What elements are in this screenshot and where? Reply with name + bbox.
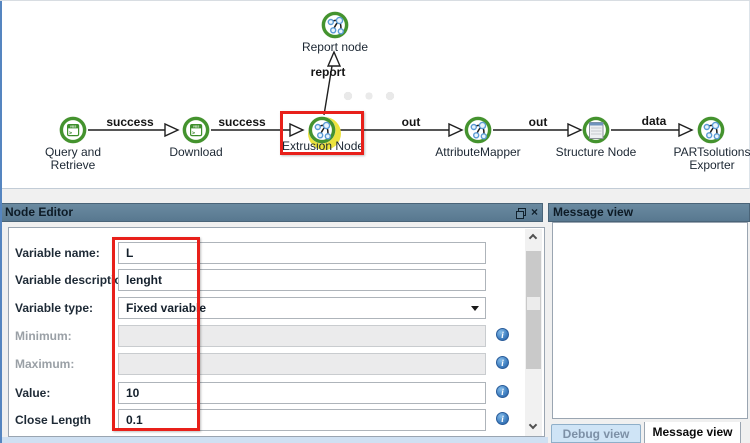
node-editor-panel: Variable name: Variable description: Var… [8, 227, 545, 437]
node-report[interactable] [320, 10, 350, 40]
node-editor-title: Node Editor [5, 205, 73, 219]
scroll-down-icon[interactable] [525, 419, 542, 436]
arrowhead-icon [289, 122, 305, 138]
graph-icon [321, 11, 349, 39]
window-border-left [0, 0, 2, 443]
highlight-box-extrusion [280, 111, 364, 155]
node-attributemapper[interactable] [463, 115, 493, 145]
field-label-minimum: Minimum: [15, 329, 72, 343]
info-icon[interactable]: i [496, 412, 509, 425]
arrowhead-icon [164, 122, 180, 138]
graph-icon [464, 116, 492, 144]
value-input[interactable] [118, 382, 486, 404]
edge-label-success-2: success [218, 115, 266, 129]
info-icon[interactable]: i [496, 356, 509, 369]
edge-label-data: data [641, 114, 667, 128]
variable-type-dropdown[interactable]: Fixed variable [118, 297, 486, 319]
maximum-input [118, 353, 486, 375]
node-label-attributemapper: AttributeMapper [435, 145, 521, 159]
field-label-maximum: Maximum: [15, 357, 75, 371]
panel-bottom-strip [0, 437, 548, 443]
message-view-panel[interactable] [552, 222, 748, 419]
field-label-close-length: Close Length [15, 413, 92, 427]
message-view-titlebar[interactable]: Message view [548, 203, 750, 222]
node-structure[interactable] [581, 115, 611, 145]
close-icon[interactable]: × [530, 205, 538, 219]
field-label-value: Value: [15, 386, 51, 400]
svg-text:>_: >_ [192, 130, 199, 136]
highlight-box-form [112, 237, 200, 431]
tab-message-view[interactable]: Message view [644, 422, 741, 443]
node-label-structure: Structure Node [555, 145, 637, 159]
minimum-input [118, 325, 486, 347]
edge-label-report: report [310, 65, 346, 79]
structure-icon [582, 116, 610, 144]
svg-text:VBS: VBS [193, 125, 199, 129]
node-query-and-retrieve[interactable]: VBS >_ [58, 115, 88, 145]
info-icon[interactable]: i [496, 328, 509, 341]
edge-label-out-2: out [528, 115, 548, 129]
tab-debug-view-label: Debug view [562, 427, 630, 441]
tab-debug-view[interactable]: Debug view [551, 424, 641, 443]
arrowhead-icon [567, 122, 583, 138]
arrowhead-icon [448, 122, 464, 138]
node-extrusion[interactable] [307, 115, 337, 145]
node-partsolutions-exporter[interactable] [696, 115, 726, 145]
vbs-script-icon: VBS >_ [182, 116, 210, 144]
message-view-title: Message view [553, 205, 634, 219]
node-label-extrusion: Extrusion Node [282, 139, 365, 153]
variable-description-input[interactable] [118, 269, 486, 291]
workflow-canvas[interactable]: success success report out out data VBS … [2, 1, 750, 189]
close-length-input[interactable] [118, 409, 486, 431]
svg-text:VBS: VBS [70, 125, 76, 129]
node-label-query-and-retrieve: Query and Retrieve [44, 145, 102, 172]
variable-name-input[interactable] [118, 242, 486, 264]
undock-icon[interactable] [515, 208, 526, 219]
edge-label-success-1: success [106, 115, 154, 129]
node-editor-scrollbar[interactable] [525, 229, 542, 436]
arrowhead-icon [326, 50, 342, 67]
scroll-up-icon[interactable] [525, 229, 542, 246]
scrollbar-thumb[interactable] [526, 251, 541, 369]
graph-icon [697, 116, 725, 144]
window-border-top [0, 0, 750, 1]
edge-label-out-1: out [401, 115, 421, 129]
tab-message-view-label: Message view [652, 425, 733, 439]
field-label-variable-name: Variable name: [15, 246, 100, 260]
vbs-script-icon: VBS >_ [59, 116, 87, 144]
node-label-report: Report node [301, 40, 369, 54]
node-label-download: Download [169, 145, 223, 159]
ghost-artifact [338, 87, 400, 105]
node-download[interactable]: VBS >_ [181, 115, 211, 145]
node-editor-titlebar[interactable]: Node Editor × [0, 203, 543, 222]
variable-type-value: Fixed variable [126, 301, 207, 315]
edge-connectors [88, 50, 694, 138]
arrowhead-icon [678, 122, 694, 138]
field-label-variable-type: Variable type: [15, 301, 94, 315]
info-icon[interactable]: i [496, 385, 509, 398]
graph-icon [308, 116, 336, 144]
svg-text:>_: >_ [69, 130, 76, 136]
chevron-down-icon [471, 306, 479, 311]
node-label-partsolutions-exporter: PARTsolutions Exporter [673, 145, 750, 172]
field-label-variable-description: Variable description: [15, 273, 134, 287]
